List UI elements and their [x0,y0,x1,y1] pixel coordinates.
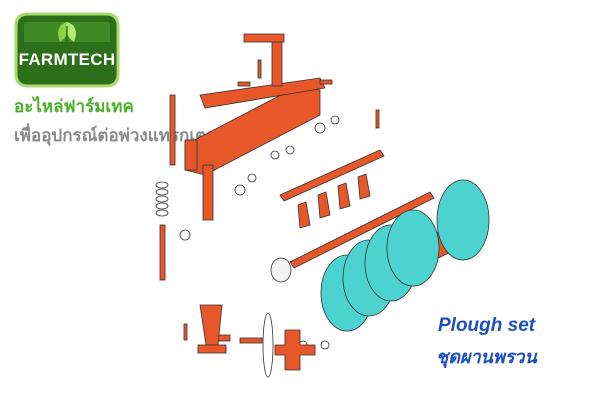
product-name-en: Plough set [438,315,536,336]
disc-shaft [289,191,435,269]
disc-5 [436,179,490,261]
logo-text: FARMTECH [18,50,116,69]
brand-title: อะไหล่ฟาร์มเทค [14,97,134,117]
disc-4 [386,209,440,287]
leaf-icon [58,22,68,42]
side-rod [169,94,176,166]
product-name-th: ชุดผานพรวน [436,347,537,368]
depth-wheel [262,312,274,378]
logo-badge [14,12,120,88]
spring-stack [155,181,169,217]
scraper-arms [297,173,371,229]
shaft-hub [270,257,292,283]
farmtech-logo: FARMTECH [14,12,120,88]
hub-flange [274,329,316,371]
bottom-bracket [199,304,223,346]
mast-post [271,37,283,87]
plough-discs [320,179,490,332]
frame-leg [202,164,214,221]
